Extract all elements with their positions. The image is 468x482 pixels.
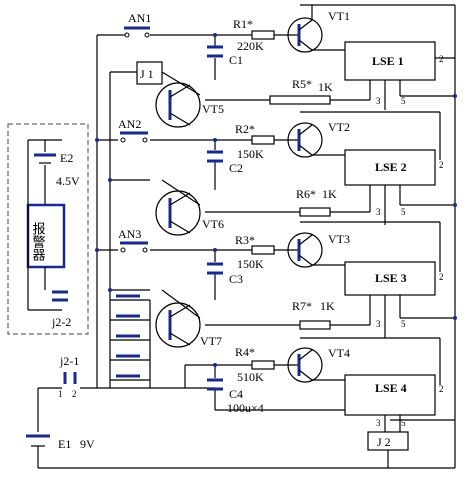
vt3-label: VT3 (328, 232, 350, 246)
r3-value: 150K (237, 257, 264, 271)
vt2-label: VT2 (328, 120, 350, 134)
r7-label: R7* (292, 299, 312, 313)
r2-value: 150K (237, 147, 264, 161)
r2-resistor (251, 135, 275, 145)
r1-resistor (251, 30, 275, 40)
j2-relay: J 2 (367, 431, 409, 468)
r2-label: R2* (235, 122, 255, 136)
wire (161, 289, 201, 319)
pin-label: 5 (401, 418, 406, 428)
alarm-module: E2 4.5V 报警器 j2-2 (7, 123, 89, 335)
vt6-label: VT6 (202, 217, 224, 231)
an3-switch: AN3 (118, 227, 148, 253)
j1-relay: J 1 (136, 61, 163, 85)
r4-value: 510K (237, 370, 264, 384)
e2-voltage: 4.5V (56, 174, 80, 188)
vt4-label: VT4 (328, 346, 350, 360)
pin-label: 2 (439, 54, 444, 64)
r6-resistor (299, 207, 331, 217)
r3-label: R3* (235, 233, 255, 247)
pin-label: 2 (439, 160, 444, 170)
lse1-label: LSE 1 (372, 54, 404, 68)
r4-resistor (251, 360, 275, 370)
an2-label: AN2 (118, 117, 141, 131)
an2-switch: AN2 (118, 117, 148, 143)
lse3-label: LSE 3 (375, 271, 407, 285)
pin-label: 2 (439, 384, 444, 394)
r7-resistor (299, 320, 331, 330)
pin-label: 3 (376, 319, 381, 329)
stage-4 (184, 337, 441, 432)
vt7-label: VT7 (200, 334, 222, 348)
c4-capacitor: C4 100u×4 (207, 378, 264, 415)
junction-dots (95, 33, 457, 367)
c4-label: C4 (229, 387, 243, 401)
push-button-stack (110, 294, 151, 388)
r4-label: R4* (235, 345, 255, 359)
pin-label: 5 (401, 207, 406, 217)
vt6-transistor: VT6 (155, 190, 224, 236)
j21-label: j2-1 (59, 354, 79, 368)
j2-label: J 2 (377, 435, 391, 449)
r5-resistor (269, 95, 331, 105)
stage-3 (97, 221, 455, 338)
pin-label: 2 (439, 272, 444, 282)
vt1-transistor: VT1 (287, 9, 350, 53)
e1-battery: E1 9V (26, 434, 95, 468)
c4-value: 100u×4 (227, 401, 264, 415)
vt2-transistor: VT2 (287, 120, 350, 158)
j22-label: j2-2 (51, 315, 71, 329)
r5-value: 1K (318, 80, 333, 94)
c1-capacitor: C1 (207, 45, 243, 67)
c2-label: C2 (229, 161, 243, 175)
pin-label: 3 (376, 96, 381, 106)
c2-capacitor: C2 (207, 150, 243, 175)
an1-switch: AN1 (120, 11, 151, 38)
r6-label: R6* (296, 187, 316, 201)
c1-label: C1 (229, 53, 243, 67)
r6-value: 1K (322, 187, 337, 201)
j1-label: J 1 (140, 67, 154, 81)
vt7-transistor: VT7 (155, 302, 222, 348)
an1-label: AN1 (128, 11, 151, 25)
pin-label: 3 (376, 207, 381, 217)
r7-value: 1K (320, 299, 335, 313)
lse2-chip: LSE 2 2 3 5 (344, 149, 444, 217)
vt5-transistor: VT5 (155, 82, 224, 128)
alarm-dashed-border (7, 123, 89, 335)
pin-label: 5 (401, 319, 406, 329)
wire (161, 179, 201, 206)
pin-label: 3 (376, 418, 381, 428)
e1-label: E1 (58, 437, 71, 451)
c3-label: C3 (229, 272, 243, 286)
pin-label: 1 (58, 389, 63, 399)
vt5-label: VT5 (202, 102, 224, 116)
vt4-transistor: VT4 (287, 346, 350, 383)
stage-2 (97, 111, 455, 225)
vt1-label: VT1 (328, 9, 350, 23)
lse2-label: LSE 2 (375, 160, 407, 174)
e2-label: E2 (60, 151, 73, 165)
r1-value: 220K (237, 39, 264, 53)
lse1-chip: LSE 1 2 3 5 (344, 41, 444, 106)
pin-label: 5 (401, 96, 406, 106)
pin-label: 2 (72, 389, 77, 399)
r5-label: R5* (292, 77, 312, 91)
lse3-chip: LSE 3 2 3 5 (344, 261, 444, 329)
vt3-transistor: VT3 (287, 232, 350, 268)
an3-label: AN3 (118, 227, 141, 241)
j21-contact: j2-1 1 2 (58, 354, 79, 399)
lse4-chip: LSE 4 2 3 5 (344, 374, 444, 428)
alarm-device-label: 报警器 (31, 222, 46, 262)
r1-label: R1* (233, 17, 253, 31)
e1-voltage: 9V (80, 437, 95, 451)
r3-resistor (251, 245, 275, 255)
c3-capacitor: C3 (207, 262, 243, 286)
lse4-label: LSE 4 (375, 381, 407, 395)
